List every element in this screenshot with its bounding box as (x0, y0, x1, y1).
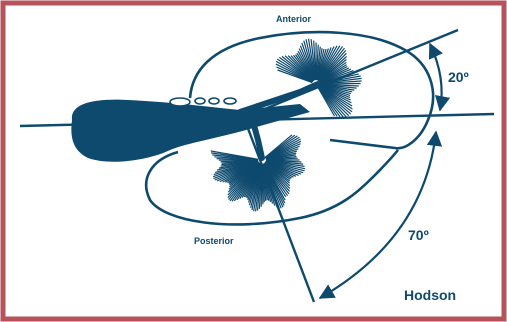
credit-label: Hodson (404, 287, 456, 303)
lower-angle-label: 70º (408, 227, 429, 243)
anterior-label: Anterior (276, 14, 312, 24)
upper-angle-label: 20º (448, 69, 469, 85)
posterior-label: Posterior (194, 236, 234, 246)
